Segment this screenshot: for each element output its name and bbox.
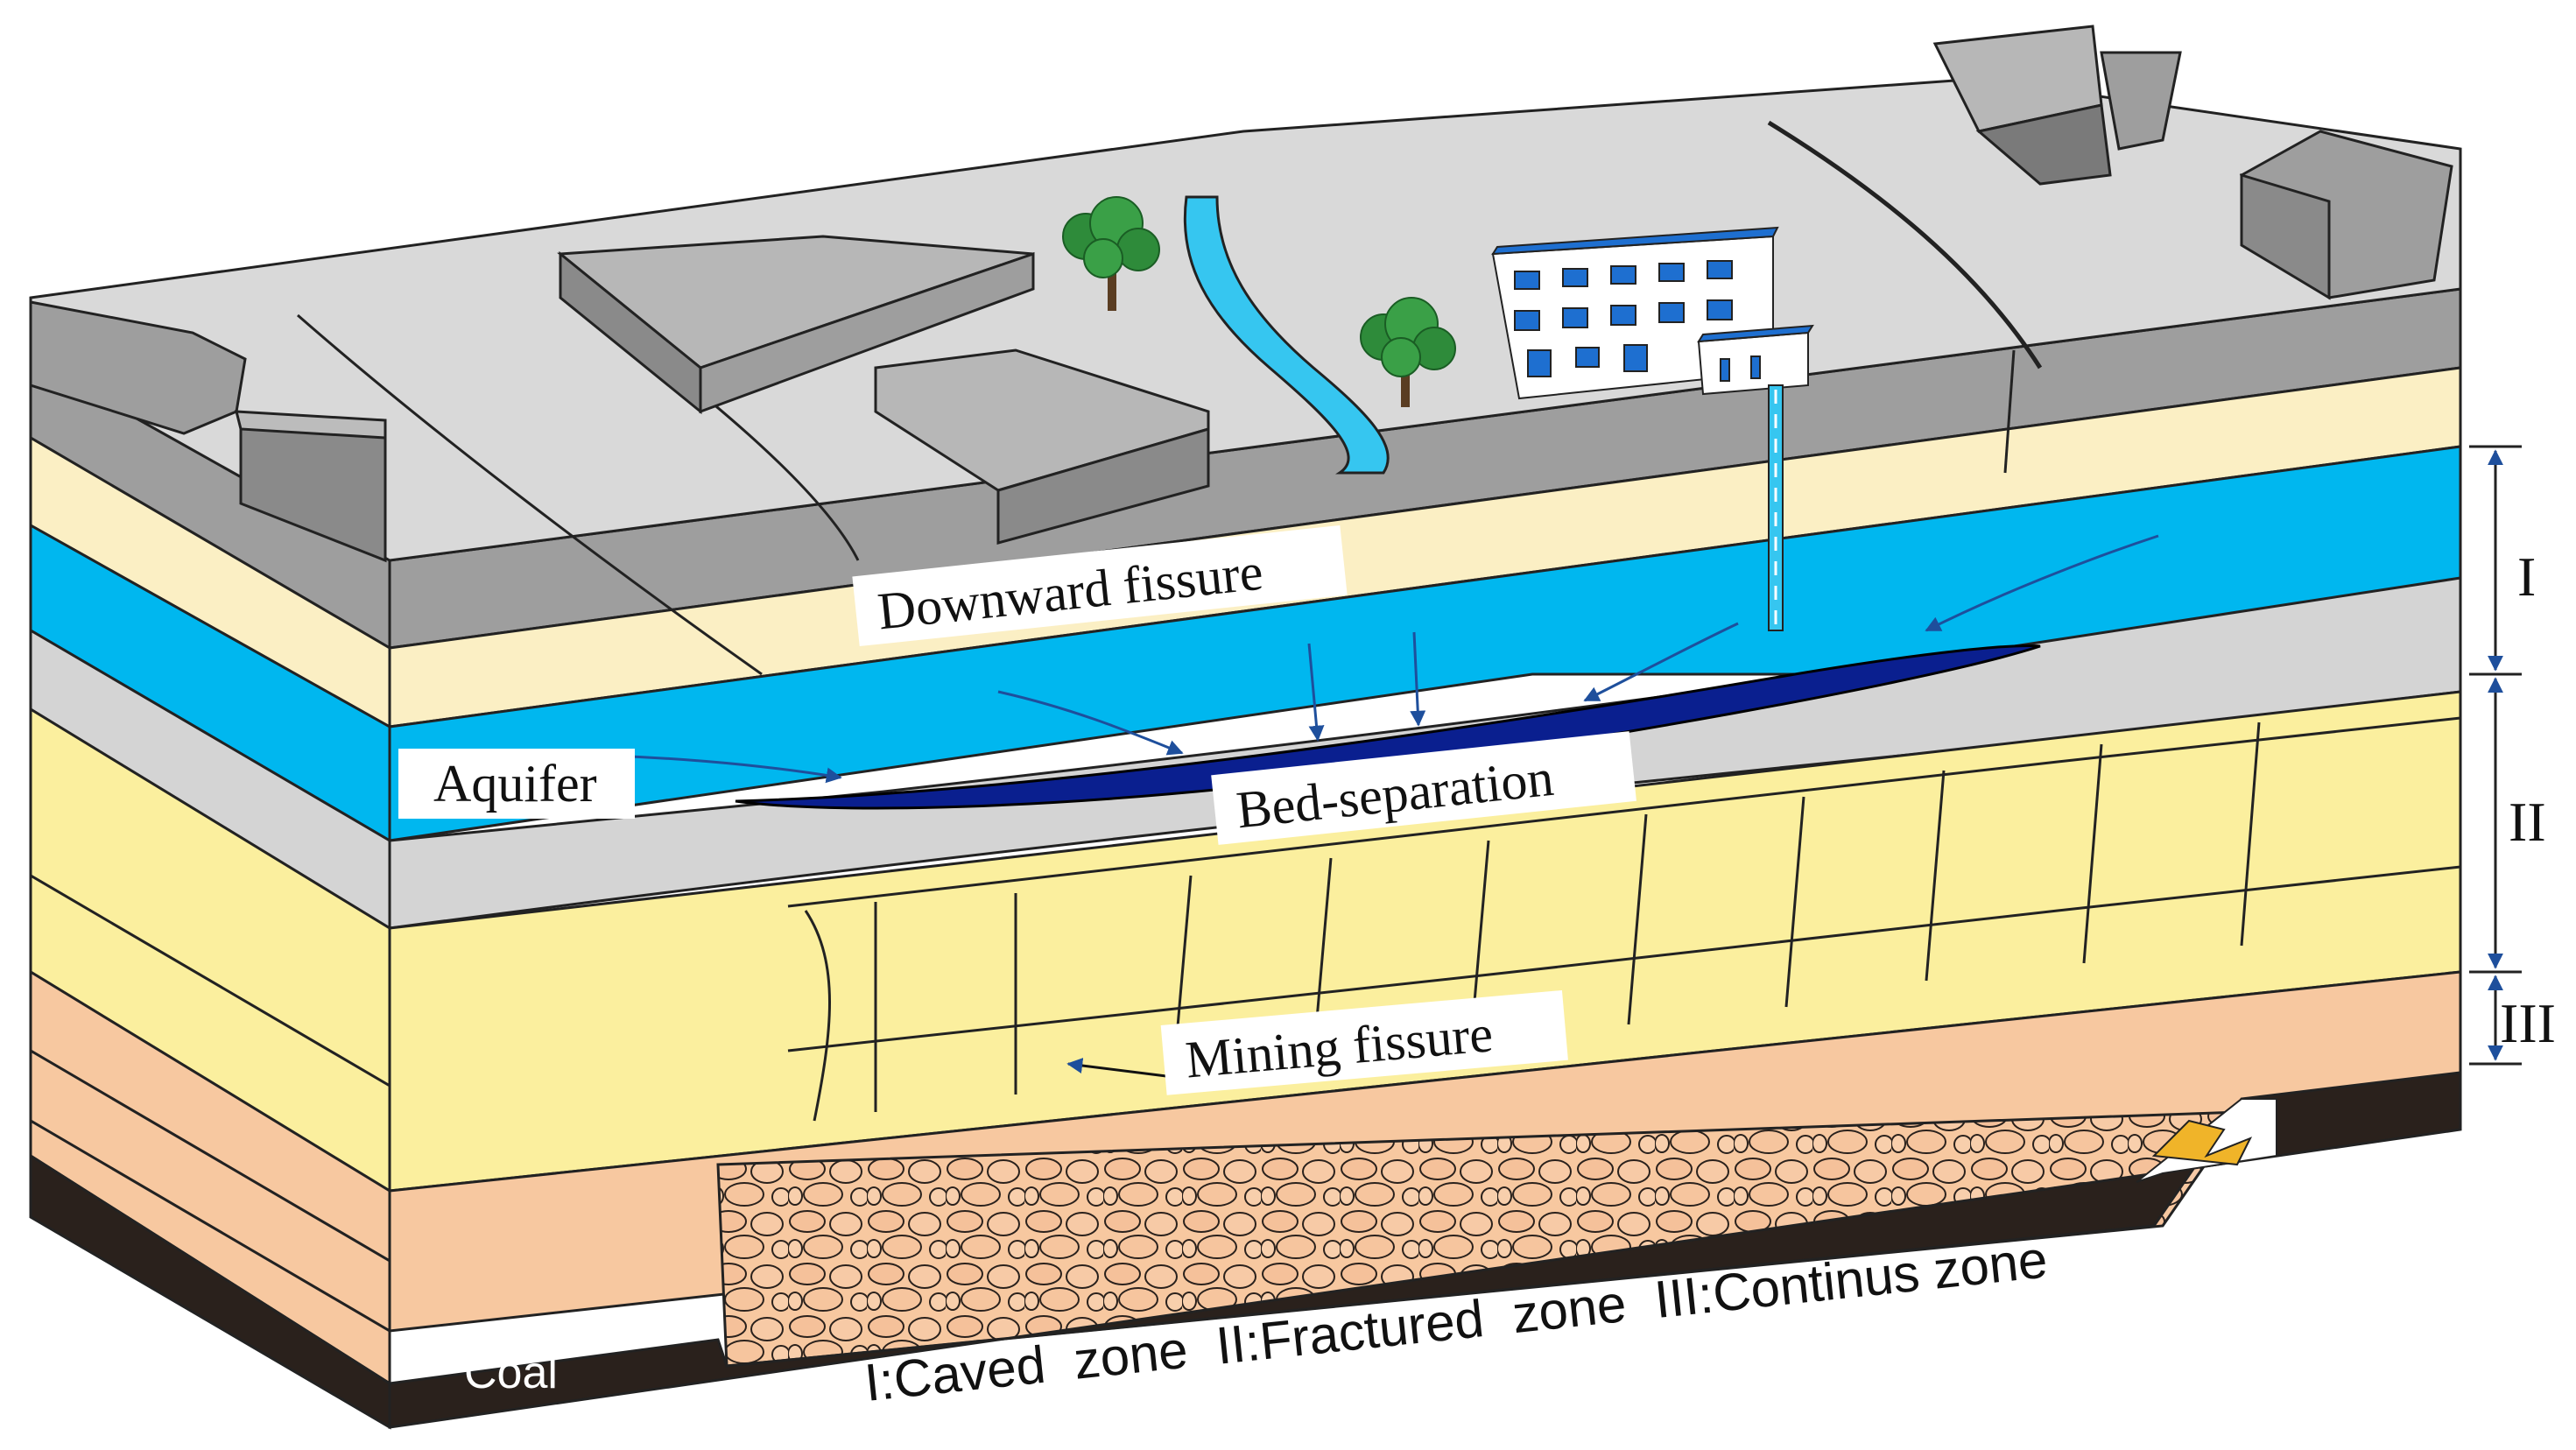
caved-rubble-zone <box>716 1110 2244 1368</box>
block-fractures <box>787 716 2461 1122</box>
building-icon <box>1491 226 1814 631</box>
river <box>1183 195 1390 475</box>
aquifer-label: Aquifer <box>433 755 597 813</box>
goaf-debris <box>2151 1119 2253 1166</box>
arrow-icon <box>1307 643 1325 742</box>
arrow-icon <box>1925 534 2159 632</box>
zone-scale <box>2469 445 2522 1066</box>
zone-2-label: II <box>2509 791 2546 853</box>
surface-crack-4 <box>2003 349 2016 474</box>
front-face <box>29 356 391 1430</box>
arrow-icon <box>1583 622 1739 702</box>
zone-1-label: I <box>2517 546 2536 608</box>
tree-icon <box>1360 297 1456 407</box>
arrow-icon <box>1066 1058 1174 1079</box>
flow-arrows <box>516 534 2159 1079</box>
coal-label: Coal <box>464 1348 558 1398</box>
rock-blocks <box>29 25 2453 563</box>
bed-separation-lens <box>735 644 2041 810</box>
tree-icon <box>1062 196 1160 311</box>
aquifer-label-group: Aquifer <box>398 749 635 819</box>
arrow-icon <box>1410 631 1426 727</box>
surface-crack-1 <box>297 313 763 676</box>
arrow-icon <box>997 690 1184 756</box>
surface-crack-3 <box>1767 120 2043 370</box>
zone-3-label: III <box>2500 992 2556 1054</box>
